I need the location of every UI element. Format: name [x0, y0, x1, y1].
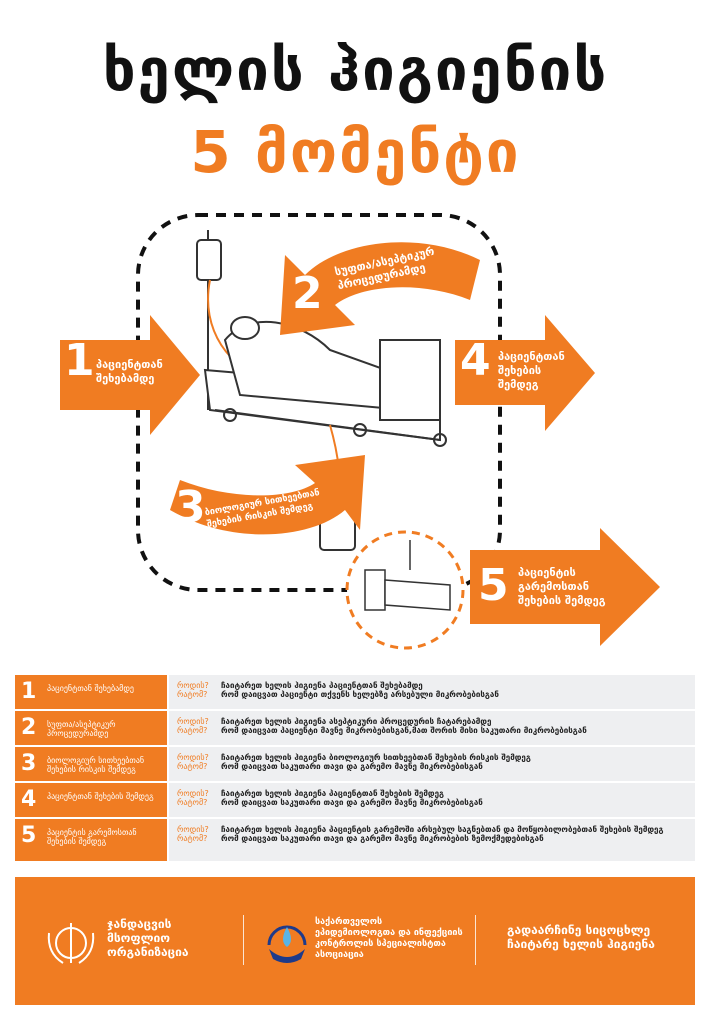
- moment-label: ბიოლოგიურ სითხეებთან შეხების რისკის შემდ…: [47, 756, 145, 774]
- moment-1-number: 1: [64, 335, 95, 386]
- moment-cell: 4 პაციენტთან შეხების შემდეგ: [15, 782, 168, 819]
- moment-number: 5: [21, 823, 37, 848]
- why-text: რომ დაიცვათ საკუთარი თავი და გარემო მავნ…: [221, 834, 544, 843]
- association-name: საქართველოს ეპიდემიოლოგთა და ინფექციის კ…: [315, 917, 463, 960]
- association-logo-icon: [267, 925, 307, 963]
- moment-3-number: 3: [175, 482, 206, 533]
- why-label: რატომ?: [177, 834, 208, 843]
- moment-cell: 1 პაციენტთან შეხებამდე: [15, 675, 168, 711]
- moment-cell: 5 პაციენტის გარემოსთან შეხების შემდეგ: [15, 818, 168, 863]
- table-row: 4 პაციენტთან შეხების შემდეგ როდის? ჩაიტარე…: [15, 782, 695, 819]
- moment-5-label: პაციენტის გარემოსთან შეხების შემდეგ: [518, 566, 606, 607]
- moment-1-label: პაციენტთან შეხებამდე: [96, 358, 163, 385]
- moment-label: პაციენტის გარემოსთან შეხების შემდეგ: [47, 828, 137, 846]
- table-row: 5 პაციენტის გარემოსთან შეხების შემდეგ როდ…: [15, 818, 695, 863]
- moment-details: როდის? ჩაიტარეთ ხელის ჰიგიენა პაციენტის გ…: [167, 818, 695, 863]
- moment-5-arrow: [470, 528, 660, 646]
- moment-label: სუფთა/ასეპტიკურ პროცედურამდე: [47, 720, 116, 738]
- poster-subtitle: 5 მომენტი: [190, 118, 521, 186]
- why-label: რატომ?: [177, 726, 208, 735]
- why-text: რომ დაიცვათ საკუთარი თავი და გარემო მავნ…: [221, 798, 483, 807]
- poster-title: ხელის ჰიგიენის: [102, 36, 609, 104]
- when-label: როდის?: [177, 717, 209, 726]
- moment-1-arrow: [60, 315, 200, 435]
- why-label: რატომ?: [177, 762, 208, 771]
- when-text: ჩაიტარეთ ხელის ჰიგიენა ბიოლოგიურ სითხეებ…: [221, 753, 531, 762]
- when-text: ჩაიტარეთ ხელის ჰიგიენა პაციენტთან შეხება…: [221, 681, 423, 690]
- when-label: როდის?: [177, 753, 209, 762]
- moment-details: როდის? ჩაიტარეთ ხელის ჰიგიენა ასეპტიკური …: [167, 710, 695, 747]
- moments-table: 1 პაციენტთან შეხებამდე როდის? ჩაიტარეთ ხელ…: [15, 675, 695, 863]
- when-text: ჩაიტარეთ ხელის ჰიგიენა პაციენტთან შეხები…: [221, 789, 444, 798]
- why-label: რატომ?: [177, 690, 208, 699]
- moment-number: 3: [21, 751, 37, 776]
- moment-cell: 2 სუფთა/ასეპტიკურ პროცედურამდე: [15, 710, 168, 747]
- why-text: რომ დაიცვათ პაციენტი თქვენს ხელებზე არსე…: [221, 690, 499, 699]
- when-text: ჩაიტარეთ ხელის ჰიგიენა პაციენტის გარემოშ…: [221, 825, 664, 834]
- when-label: როდის?: [177, 789, 209, 798]
- five-moments-diagram: [60, 213, 660, 650]
- moment-label: პაციენტთან შეხების შემდეგ: [47, 792, 154, 801]
- who-logo-icon: [47, 923, 95, 964]
- moment-4-arrow: [455, 315, 595, 431]
- table-row: 2 სუფთა/ასეპტიკურ პროცედურამდე როდის? ჩაიტ…: [15, 710, 695, 747]
- moment-4-number: 4: [460, 335, 491, 386]
- why-label: რატომ?: [177, 798, 208, 807]
- when-text: ჩაიტარეთ ხელის ჰიგიენა ასეპტიკური პროცედ…: [221, 717, 492, 726]
- table-row: 3 ბიოლოგიურ სითხეებთან შეხების რისკის შემ…: [15, 746, 695, 783]
- slogan: გადაარჩინე სიცოცხლე ჩაიტარე ხელის ჰიგიენ…: [507, 923, 655, 951]
- why-text: რომ დაიცვათ საკუთარი თავი და გარემო მავნ…: [221, 762, 483, 771]
- moment-details: როდის? ჩაიტარეთ ხელის ჰიგიენა პაციენტთან …: [167, 782, 695, 819]
- when-label: როდის?: [177, 825, 209, 834]
- moment-number: 2: [21, 715, 37, 740]
- moment-2-arrow: [280, 242, 480, 335]
- moment-label: პაციენტთან შეხებამდე: [47, 684, 134, 693]
- table-row: 1 პაციენტთან შეხებამდე როდის? ჩაიტარეთ ხელ…: [15, 675, 695, 711]
- moment-4-label: პაციენტთან შეხების შემდეგ: [498, 350, 565, 391]
- moment-3-arrow: [170, 455, 365, 535]
- why-text: რომ დაიცვათ პაციენტი მავნე მიკრობებისგან…: [221, 726, 587, 735]
- moment-number: 1: [21, 679, 37, 704]
- who-name: ჯანდაცვის მსოფლიო ორგანიზაცია: [107, 917, 189, 959]
- moment-details: როდის? ჩაიტარეთ ხელის ჰიგიენა ბიოლოგიურ ს…: [167, 746, 695, 783]
- moment-details: როდის? ჩაიტარეთ ხელის ჰიგიენა პაციენტთან …: [167, 675, 695, 711]
- when-label: როდის?: [177, 681, 209, 690]
- moment-cell: 3 ბიოლოგიურ სითხეებთან შეხების რისკის შემ…: [15, 746, 168, 783]
- footer: ჯანდაცვის მსოფლიო ორგანიზაცია საქართველო…: [15, 877, 695, 1005]
- moment-5-number: 5: [478, 560, 509, 611]
- moment-2-number: 2: [292, 268, 323, 319]
- moment-number: 4: [21, 787, 37, 812]
